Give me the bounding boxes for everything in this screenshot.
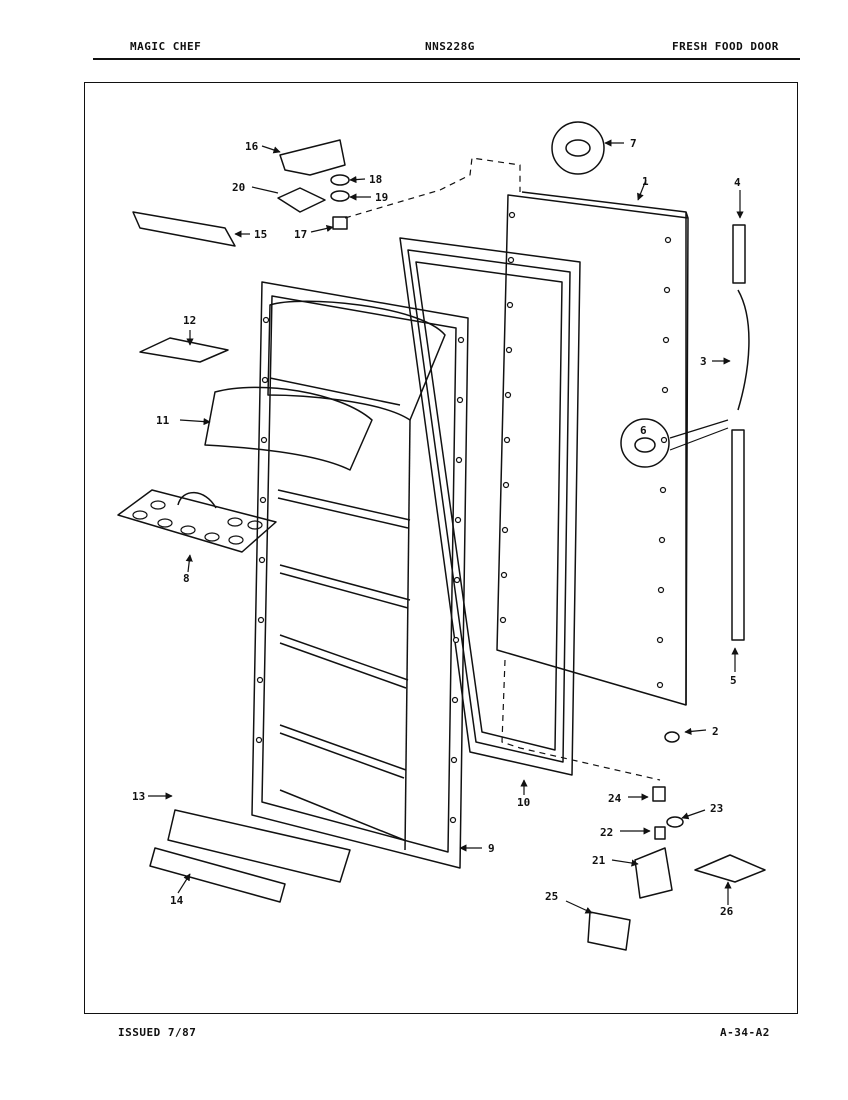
pivot-pin [654,826,666,840]
egg-tray [117,489,277,553]
part-label-25: 25 [545,890,558,903]
part-label-11: 11 [156,414,170,427]
shelf-trim-strip [149,847,286,903]
part-label-17: 17 [294,228,307,241]
part-label-24: 24 [608,792,622,805]
part-labels: 1 2 3 4 5 6 7 8 9 10 11 12 13 14 15 16 1… [132,137,741,918]
bottom-hinge [634,847,673,899]
inner-door-liner [251,281,469,869]
door-rail [132,211,236,247]
hinge-nut [332,216,348,230]
pivot-bushing [652,786,666,802]
brand-name: MAGIC CHEF [130,40,202,53]
page-code: A-34-A2 [720,1026,770,1039]
part-label-12: 12 [183,314,196,327]
part-label-26: 26 [720,905,734,918]
door-cam [620,418,670,468]
bushing [330,174,350,186]
part-label-18: 18 [369,173,382,186]
issue-date: ISSUED 7/87 [118,1026,197,1039]
part-label-23: 23 [710,802,723,815]
part-label-7: 7 [630,137,637,150]
door-plug [551,121,605,175]
part-label-10: 10 [517,796,530,809]
part-label-9: 9 [488,842,495,855]
part-label-21: 21 [592,854,606,867]
reference-lines [344,157,661,781]
part-label-5: 5 [730,674,737,687]
hinge-plate [694,854,766,883]
door-gasket [399,237,581,776]
header-rule [93,58,800,60]
part-label-14: 14 [170,894,184,907]
door-shelf-bar [167,809,351,883]
outer-door-panel [496,191,689,706]
model-number: NNS228G [425,40,475,53]
door-closer-assembly [731,224,750,641]
shelf-divider [139,337,229,363]
hinge-shim [277,187,326,213]
dairy-compartment-door [204,386,373,471]
top-hinge [279,139,346,176]
part-label-19: 19 [375,191,388,204]
part-label-8: 8 [183,572,190,585]
part-label-2: 2 [712,725,719,738]
part-label-22: 22 [600,826,613,839]
part-label-4: 4 [734,176,741,189]
part-label-6: 6 [640,424,647,437]
section-title: FRESH FOOD DOOR [672,40,779,53]
part-label-20: 20 [232,181,245,194]
pivot-washer [666,816,684,828]
part-label-1: 1 [642,175,649,188]
diagram-frame [84,82,798,1014]
part-label-16: 16 [245,140,259,153]
cam-nut [664,731,680,743]
hinge-bracket [587,911,631,951]
part-label-15: 15 [254,228,267,241]
part-label-13: 13 [132,790,145,803]
leader-lines [148,139,744,914]
part-label-3: 3 [700,355,707,368]
washer [330,190,350,202]
